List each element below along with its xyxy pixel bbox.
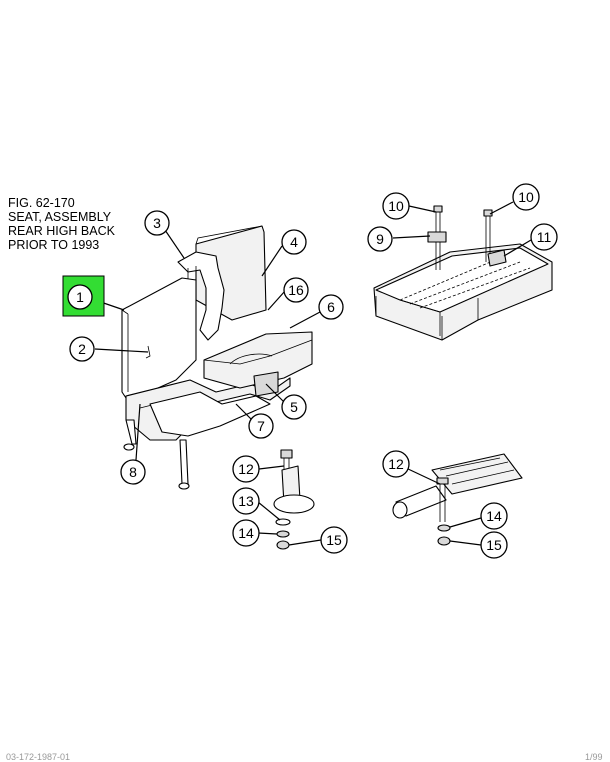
callout-7[interactable]: 7 <box>248 413 274 439</box>
callout-2[interactable]: 2 <box>69 336 95 362</box>
callout-label: 7 <box>257 418 265 434</box>
figure-title-line: FIG. 62-170 <box>8 196 75 210</box>
callout-10-right[interactable]: 10 <box>512 183 540 211</box>
callout-label: 2 <box>78 341 86 357</box>
callout-6[interactable]: 6 <box>318 294 344 320</box>
figure-title-line: PRIOR TO 1993 <box>8 238 100 252</box>
callout-12-left[interactable]: 12 <box>232 455 260 483</box>
callout-4[interactable]: 4 <box>281 229 307 255</box>
callout-1[interactable]: 1 <box>67 284 93 310</box>
callout-label: 15 <box>326 532 342 548</box>
callout-15-right[interactable]: 15 <box>480 531 508 559</box>
callout-16[interactable]: 16 <box>283 277 309 303</box>
callout-label: 10 <box>388 198 404 214</box>
callout-label: 9 <box>376 231 384 247</box>
callout-3[interactable]: 3 <box>144 210 170 236</box>
callout-label: 10 <box>518 189 534 205</box>
hardware-stack-drawing <box>273 449 315 550</box>
callout-label: 13 <box>238 493 254 509</box>
seat-cushion-detail-drawing <box>373 205 553 341</box>
callout-label: 16 <box>288 282 304 298</box>
footer-page: 1/99 <box>585 752 603 762</box>
callout-10-left[interactable]: 10 <box>382 192 410 220</box>
callout-8[interactable]: 8 <box>120 459 146 485</box>
callout-label: 12 <box>388 456 404 472</box>
callout-14-right[interactable]: 14 <box>480 502 508 530</box>
callout-15-left[interactable]: 15 <box>320 526 348 554</box>
callout-label: 3 <box>153 215 161 231</box>
tube-bracket-drawing <box>392 453 523 546</box>
footer-code: 03-172-1987-01 <box>6 752 71 762</box>
callout-14-left[interactable]: 14 <box>232 519 260 547</box>
callout-label: 5 <box>290 399 298 415</box>
callout-13[interactable]: 13 <box>232 487 260 515</box>
callout-11[interactable]: 11 <box>530 223 558 251</box>
callout-label: 1 <box>76 289 84 305</box>
callout-12-right[interactable]: 12 <box>382 450 410 478</box>
callout-label: 12 <box>238 461 254 477</box>
callout-label: 14 <box>238 525 254 541</box>
callout-label: 6 <box>327 299 335 315</box>
figure-title-line: SEAT, ASSEMBLY <box>8 210 112 224</box>
figure-title-line: REAR HIGH BACK <box>8 224 115 238</box>
callout-5[interactable]: 5 <box>281 394 307 420</box>
callout-label: 11 <box>537 229 552 245</box>
figure-title: FIG. 62-170 SEAT, ASSEMBLY REAR HIGH BAC… <box>8 196 115 252</box>
callout-label: 15 <box>486 537 502 553</box>
callout-label: 8 <box>129 464 137 480</box>
callout-label: 4 <box>290 234 298 250</box>
callout-label: 14 <box>486 508 502 524</box>
callout-9[interactable]: 9 <box>367 226 393 252</box>
